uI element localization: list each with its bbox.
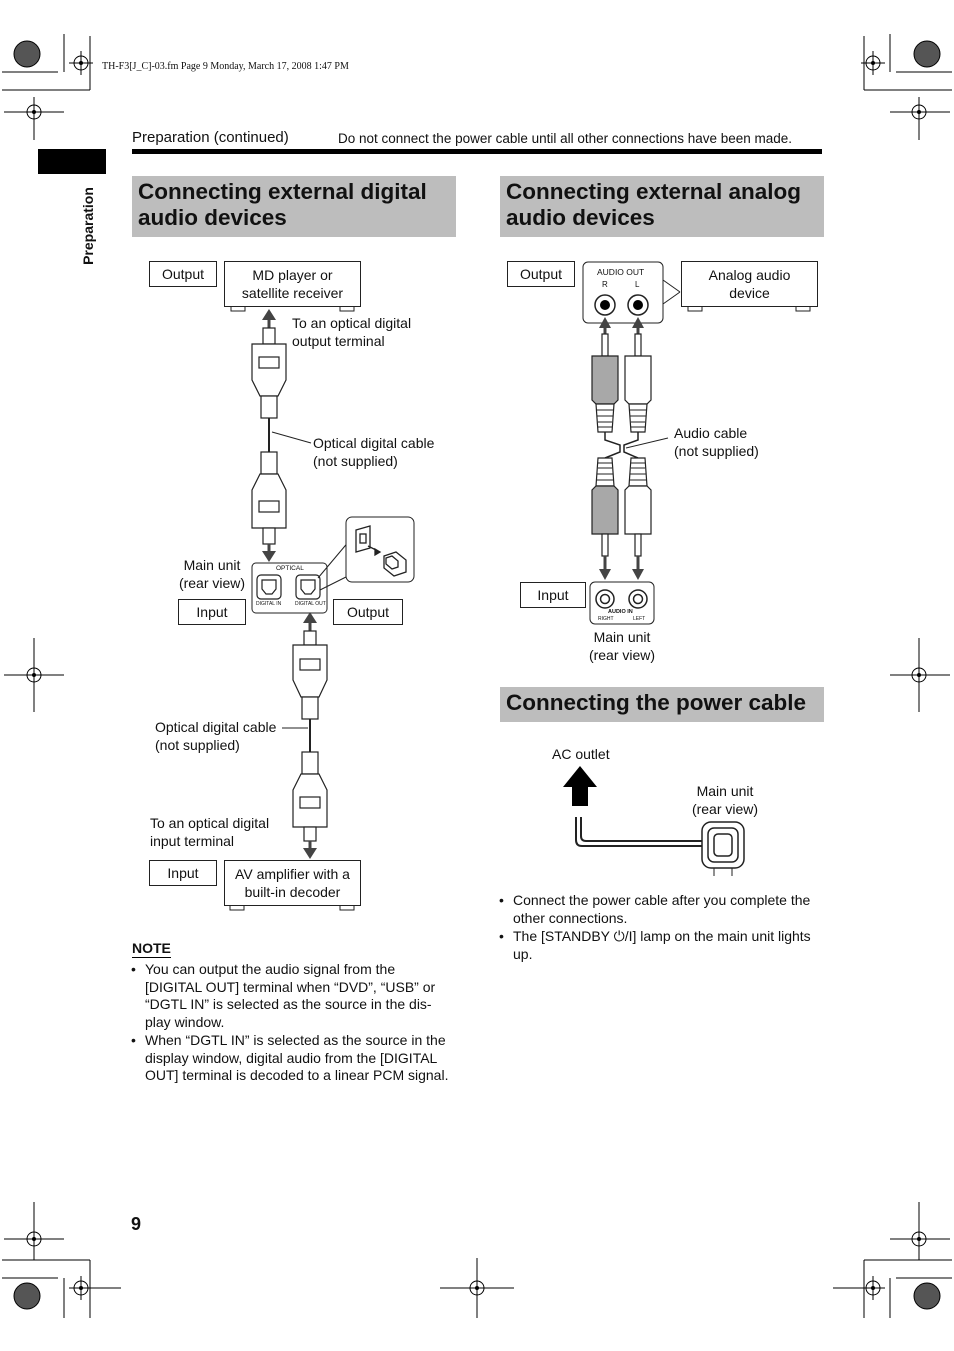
note-item: When “DGTL IN” is selected as the source… <box>131 1032 453 1085</box>
page-number: 9 <box>131 1214 142 1234</box>
file-info: TH-F3[J_C]-03.fm Page 9 Monday, March 17… <box>102 61 349 72</box>
section-title-digital: Connecting external digital audio device… <box>132 176 456 237</box>
input-tag-mid: Input <box>178 599 246 625</box>
section-title-analog: Connecting external analog audio devices <box>500 176 824 237</box>
ac-outlet-label: AC outlet <box>552 746 610 762</box>
input-tag-bottom: Input <box>149 860 217 886</box>
optical-panel-title: OPTICAL <box>276 565 304 572</box>
note-title: NOTE <box>132 940 171 958</box>
power-item: Connect the power cable after you comple… <box>499 891 824 927</box>
note-item: You can output the audio signal from the… <box>131 961 453 1032</box>
running-header: Preparation (continued) <box>132 129 289 146</box>
device-analog-audio: Analog audio device <box>681 261 818 307</box>
analog-output-tag: Output <box>507 261 575 287</box>
optical-out-label: To an optical digital output terminal <box>292 315 412 349</box>
power-list: Connect the power cable after you comple… <box>499 891 824 963</box>
panel-digital-in: DIGITAL IN <box>256 601 282 607</box>
power-item: The [STANDBY ⏻/I] lamp on the main unit … <box>499 927 824 963</box>
optical-in-label: To an optical digital input terminal <box>150 815 270 849</box>
in-left-label: LEFT <box>633 616 646 622</box>
in-right-label: RIGHT <box>598 616 614 622</box>
note-list: You can output the audio signal from the… <box>131 961 453 1085</box>
output-tag-mid: Output <box>333 599 403 625</box>
main-unit-label-power: Main unit (rear view) <box>691 783 759 817</box>
device-md-player: MD player or satellite receiver <box>224 261 361 307</box>
audio-out-label: AUDIO OUT <box>597 267 645 277</box>
side-tab-marker <box>38 149 106 174</box>
cable-label-2: Optical digital cable (not supplied) <box>155 719 277 753</box>
cable-label-1: Optical digital cable (not supplied) <box>313 435 435 469</box>
analog-input-tag: Input <box>520 582 586 608</box>
jack-r-label: R <box>602 280 608 289</box>
panel-digital-out: DIGITAL OUT <box>295 601 326 607</box>
device-av-amplifier: AV amplifier with a built-in decoder <box>224 860 361 906</box>
main-unit-label-analog: Main unit (rear view) <box>588 629 656 663</box>
header-caution: Do not connect the power cable until all… <box>338 131 793 146</box>
header-rule <box>132 149 822 154</box>
audio-cable-label: Audio cable (not supplied) <box>674 425 759 459</box>
audio-in-label: AUDIO IN <box>608 609 633 615</box>
section-title-power: Connecting the power cable <box>500 687 824 722</box>
output-tag-top: Output <box>149 261 217 287</box>
main-unit-label-digital: Main unit (rear view) <box>178 557 246 591</box>
jack-l-label: L <box>635 280 640 289</box>
